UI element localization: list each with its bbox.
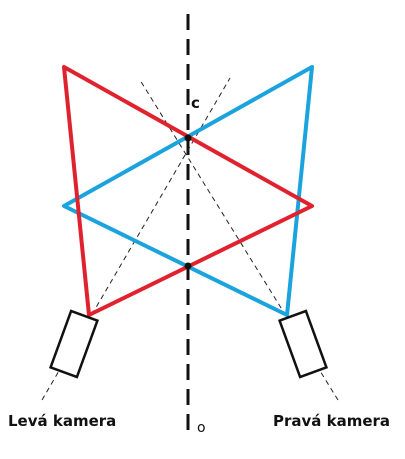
point-o-label: o xyxy=(197,420,206,436)
left-camera-label: Levá kamera xyxy=(8,412,116,430)
left-camera xyxy=(48,309,100,379)
point-c-marker xyxy=(184,134,192,142)
right-camera xyxy=(277,309,329,379)
point-c-label: c xyxy=(191,94,200,112)
point-lower-marker xyxy=(184,262,192,270)
right-camera-label: Pravá kamera xyxy=(273,412,390,430)
